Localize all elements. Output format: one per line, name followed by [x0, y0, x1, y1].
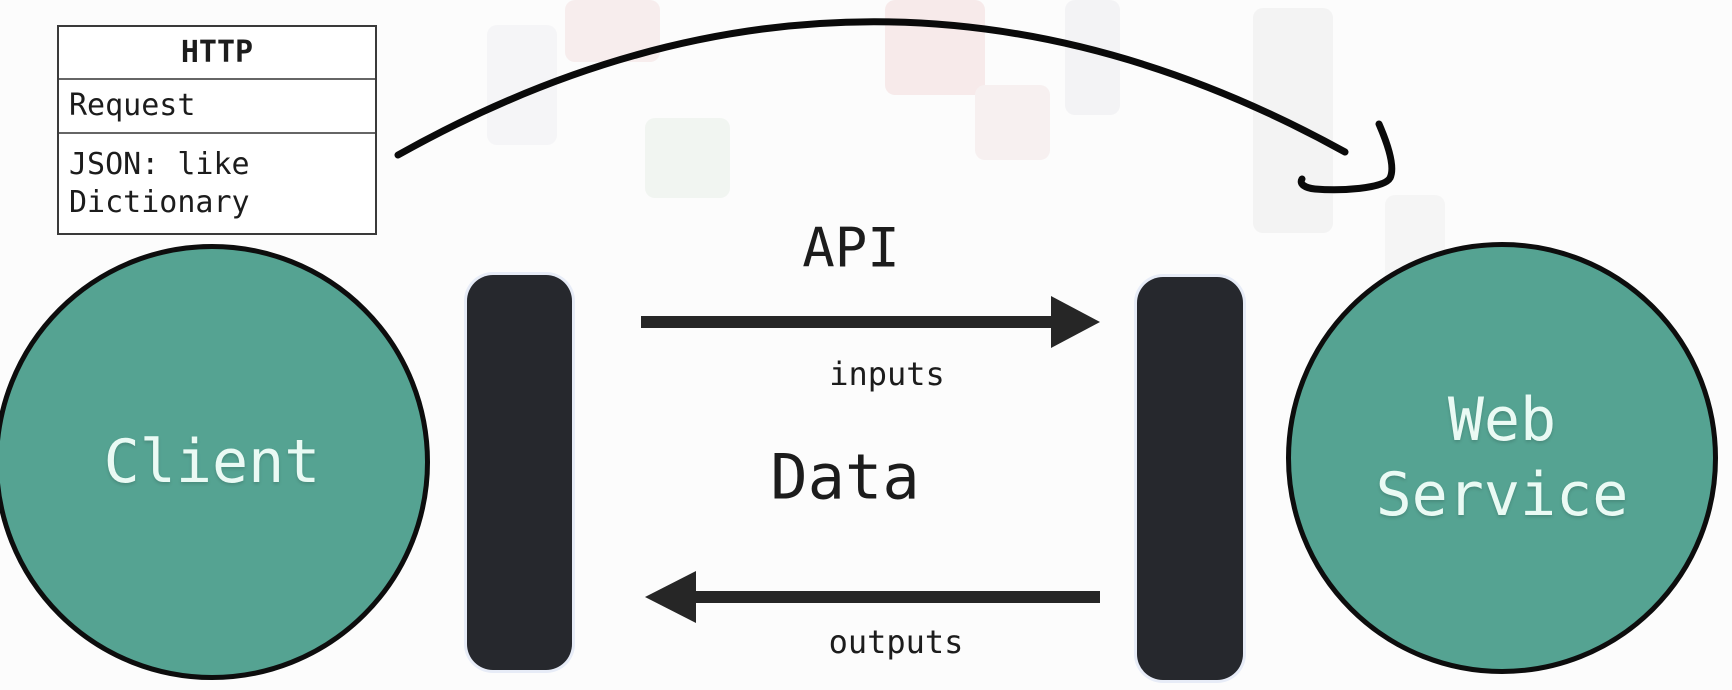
- background-ghost: [487, 25, 557, 145]
- outputs-label: outputs: [828, 623, 964, 661]
- data-label: Data: [770, 440, 920, 514]
- service-interface-bar: [1137, 277, 1243, 680]
- http-note-row-request: Request: [59, 80, 375, 134]
- curve-arrowhead-icon: [1297, 120, 1396, 194]
- api-request-arrowhead-icon: [1051, 296, 1100, 348]
- background-ghost: [645, 118, 730, 198]
- client-node-label: Client: [103, 426, 321, 497]
- inputs-label: inputs: [829, 355, 945, 393]
- background-ghost: [1253, 8, 1333, 233]
- background-ghost: [975, 85, 1050, 160]
- web-service-node: Web Service: [1286, 242, 1718, 674]
- http-request-curve-arrow: [394, 18, 1349, 159]
- client-interface-bar: [467, 275, 572, 670]
- client-node: Client: [0, 244, 430, 680]
- http-note-row-json: JSON: like Dictionary: [69, 147, 250, 220]
- http-note-table: HTTP Request JSON: like Dictionary: [57, 25, 377, 235]
- background-ghost: [565, 0, 660, 62]
- background-ghost: [885, 0, 985, 95]
- web-service-node-label: Web Service: [1375, 385, 1629, 530]
- background-ghost: [1065, 0, 1120, 115]
- http-note-header: HTTP: [59, 27, 375, 80]
- api-label: API: [802, 216, 900, 280]
- data-response-arrowhead-icon: [645, 571, 696, 623]
